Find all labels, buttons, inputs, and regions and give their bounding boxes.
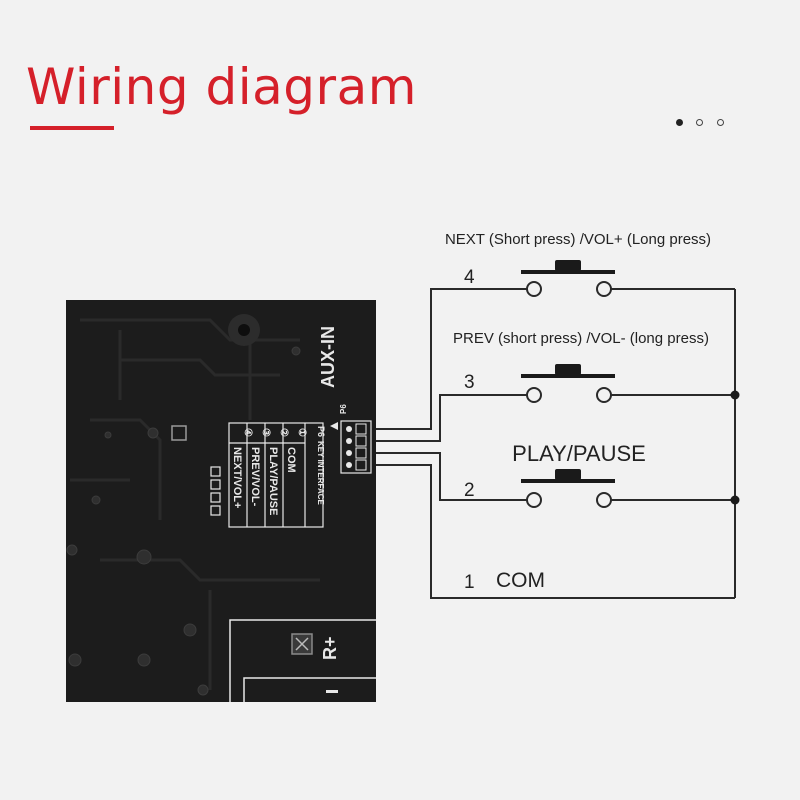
pin-label-com: COM	[285, 447, 297, 473]
prev-button-caption: PREV (short press) /VOL- (long press)	[453, 330, 709, 347]
pin-number-3: ③	[260, 428, 271, 437]
aux-in-label: AUX-IN	[318, 326, 338, 388]
pin-label-play-pause: PLAY/PAUSE	[267, 447, 279, 515]
header-arrow	[330, 422, 338, 430]
mounting-hole-center	[238, 324, 250, 336]
pin-3-number: 3	[464, 372, 475, 393]
pin-2-number: 2	[464, 480, 475, 501]
junction-dot-2	[730, 495, 740, 505]
next-button-caption: NEXT (Short press) /VOL+ (Long press)	[445, 231, 711, 248]
prev-button-symbol	[521, 364, 615, 403]
key-interface-label: KEY INTERFACE	[316, 441, 325, 506]
wires	[376, 288, 736, 599]
header-pin-3	[346, 450, 352, 456]
pin-number-4: ④	[242, 428, 253, 437]
junction-dot-1	[730, 390, 740, 400]
wire-pin-3	[376, 394, 530, 442]
silk-pads	[210, 466, 221, 516]
terminal-r-plus-label: R+	[320, 636, 340, 660]
carousel-dot-3[interactable]	[717, 119, 724, 126]
carousel-dot-1[interactable]	[676, 119, 683, 126]
header-pin-1	[346, 426, 352, 432]
pin-number-2: ②	[278, 428, 289, 437]
wire-pin-4	[376, 288, 530, 430]
pin-number-1: ①	[296, 428, 307, 437]
play-pause-caption: PLAY/PAUSE	[512, 441, 646, 466]
key-interface-title: P6	[316, 426, 326, 437]
title-underline	[30, 126, 114, 130]
pcb-body	[66, 300, 376, 702]
pin-header	[340, 420, 372, 474]
wire-pin-2	[376, 452, 530, 501]
com-label: COM	[496, 569, 545, 592]
pcb-vias	[66, 346, 301, 696]
terminal-block: R+	[229, 619, 376, 702]
key-interface-table	[228, 422, 324, 528]
pin-4-number: 4	[464, 267, 475, 288]
wire-pin-1-com	[376, 464, 735, 599]
play-pause-button-symbol	[521, 469, 615, 508]
pcb-board: AUX-IN P6 P6 KEY INTERFACE	[66, 300, 376, 702]
pin-label-prev-vol: PREV/VOL-	[249, 447, 261, 507]
header-p6-label: P6	[339, 404, 348, 414]
next-button-symbol	[521, 260, 615, 297]
header-pin-2	[346, 438, 352, 444]
pin-1-number: 1	[464, 572, 475, 593]
carousel-dot-2[interactable]	[696, 119, 703, 126]
page-title: Wiring diagram	[26, 58, 417, 116]
pin-label-next-vol: NEXT/VOL+	[231, 447, 243, 508]
header-pin-4	[346, 462, 352, 468]
smd-component	[171, 425, 187, 441]
